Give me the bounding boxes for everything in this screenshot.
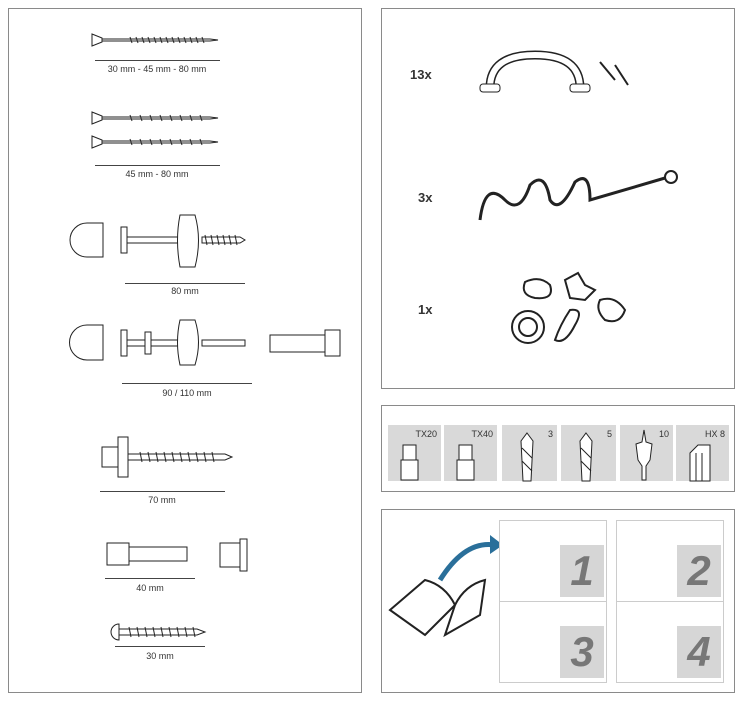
tool-drill-3: 3 — [502, 425, 557, 482]
size-label: 40 mm — [136, 583, 164, 593]
torx-bit-icon — [400, 444, 419, 481]
flange-screw-icon — [101, 436, 234, 478]
dowel-pin-icon — [106, 538, 248, 572]
quantity-label: 3x — [418, 190, 433, 205]
manual-panel — [381, 509, 735, 693]
size-label: 45 mm - 80 mm — [125, 169, 189, 179]
tool-torx-tx40: TX40 — [444, 425, 497, 481]
size-label: 70 mm — [148, 495, 176, 505]
quantity-label: 1x — [418, 302, 433, 317]
tool-label: 5 — [606, 429, 612, 439]
step-number: 3 — [560, 626, 604, 678]
tool-spade-bit-10: 10 — [620, 425, 673, 481]
tool-label: 3 — [547, 429, 553, 439]
divider — [95, 165, 220, 166]
size-label: 30 mm - 45 mm - 80 mm — [107, 64, 207, 74]
screw-icon — [91, 33, 219, 47]
hex-key-icon — [689, 444, 711, 482]
tool-hex-key-8: HX 8 — [676, 425, 729, 482]
screw-icon — [91, 111, 219, 149]
tool-drill-5: 5 — [561, 425, 616, 482]
climbing-holds-icon — [511, 271, 627, 344]
tool-label: TX20 — [415, 429, 437, 439]
handle-icon — [479, 50, 629, 93]
tool-label: TX40 — [471, 429, 493, 439]
cam-bolt-icon — [69, 214, 246, 268]
pan-head-screw-icon — [110, 623, 207, 641]
manual-step-3: 3 — [499, 601, 607, 683]
tool-label: 10 — [658, 429, 669, 439]
divider — [125, 283, 245, 284]
step-number: 1 — [560, 545, 604, 597]
manual-step-4: 4 — [616, 601, 724, 683]
divider — [100, 491, 225, 492]
drill-bit-icon — [579, 432, 593, 482]
size-label: 80 mm — [171, 286, 199, 296]
accessories-panel — [381, 8, 735, 389]
step-number: 2 — [677, 545, 721, 597]
divider — [105, 578, 195, 579]
connector-bolt-icon — [69, 319, 341, 366]
hardware-panel — [8, 8, 362, 693]
drill-bit-icon — [520, 432, 534, 482]
torx-bit-icon — [456, 444, 475, 481]
spade-bit-icon — [635, 429, 653, 481]
tools-panel — [381, 405, 735, 492]
divider — [122, 383, 252, 384]
size-label: 90 / 110 mm — [162, 388, 212, 398]
divider — [95, 60, 220, 61]
spiral-anchor-icon — [478, 170, 678, 221]
size-label: 30 mm — [146, 651, 174, 661]
manual-step-1: 1 — [499, 520, 607, 602]
step-number: 4 — [677, 626, 721, 678]
manual-step-2: 2 — [616, 520, 724, 602]
tool-label: HX 8 — [704, 429, 725, 439]
divider — [115, 646, 205, 647]
open-book-icon — [388, 535, 503, 638]
tool-torx-tx20: TX20 — [388, 425, 441, 481]
quantity-label: 13x — [410, 67, 432, 82]
